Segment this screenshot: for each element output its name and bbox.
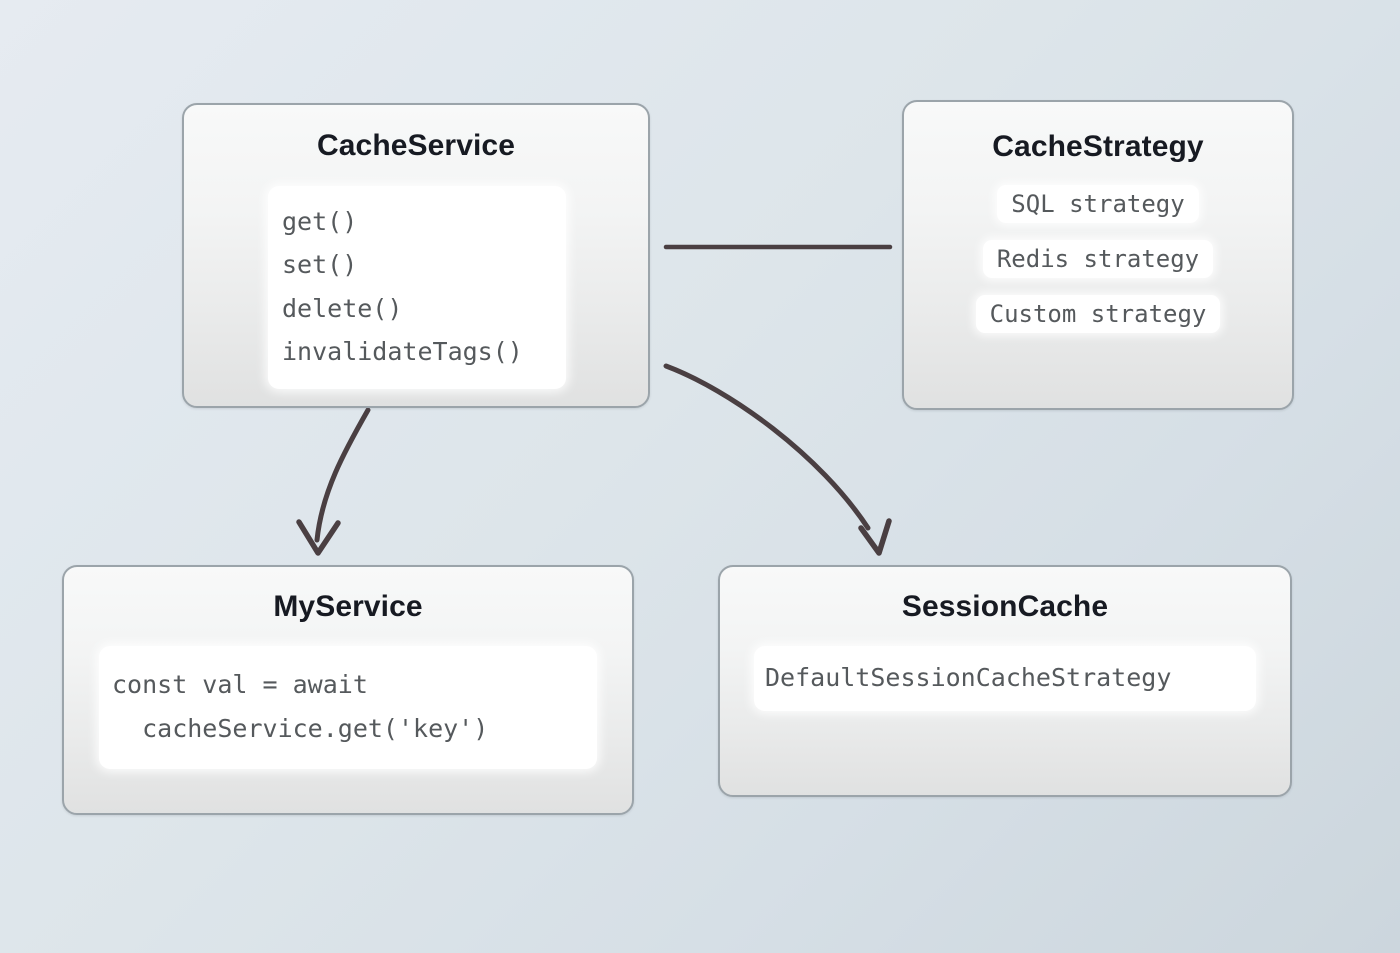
session-cache-strategy-block: DefaultSessionCacheStrategy <box>754 646 1256 711</box>
node-cache-strategy[interactable]: CacheStrategy SQL strategy Redis strateg… <box>902 100 1294 410</box>
strategy-pill[interactable]: Redis strategy <box>982 240 1214 278</box>
edge-cacheservice-myservice <box>314 407 371 543</box>
method-item: get() <box>282 207 358 236</box>
my-service-code-block: const val = await cacheService.get('key'… <box>99 646 597 769</box>
node-title-my-service: MyService <box>273 590 423 623</box>
code-line: cacheService.get('key') <box>112 714 489 743</box>
cache-service-method-list: get() set() delete() invalidateTags() <box>268 186 566 389</box>
method-item: set() <box>282 250 358 280</box>
node-session-cache[interactable]: SessionCache DefaultSessionCacheStrategy <box>718 565 1292 797</box>
edge-cacheservice-sessioncache <box>663 363 871 531</box>
method-item: invalidateTags() <box>282 336 523 366</box>
strategy-pill[interactable]: Custom strategy <box>975 295 1221 333</box>
strategy-pill[interactable]: SQL strategy <box>997 185 1199 223</box>
code-line: const val = await <box>112 670 368 699</box>
node-title-cache-service: CacheService <box>316 129 515 162</box>
node-title-session-cache: SessionCache <box>901 590 1109 623</box>
cache-strategy-options: SQL strategy Redis strategy Custom strat… <box>904 185 1292 333</box>
method-item: delete() <box>282 293 403 323</box>
node-title-cache-strategy: CacheStrategy <box>992 130 1204 163</box>
arrowhead-sessioncache <box>858 518 892 556</box>
node-cache-service[interactable]: CacheService get() set() delete() invali… <box>182 103 650 408</box>
node-my-service[interactable]: MyService const val = await cacheService… <box>62 565 634 815</box>
code-line: DefaultSessionCacheStrategy <box>765 663 1172 692</box>
arrowhead-myservice <box>296 519 341 556</box>
